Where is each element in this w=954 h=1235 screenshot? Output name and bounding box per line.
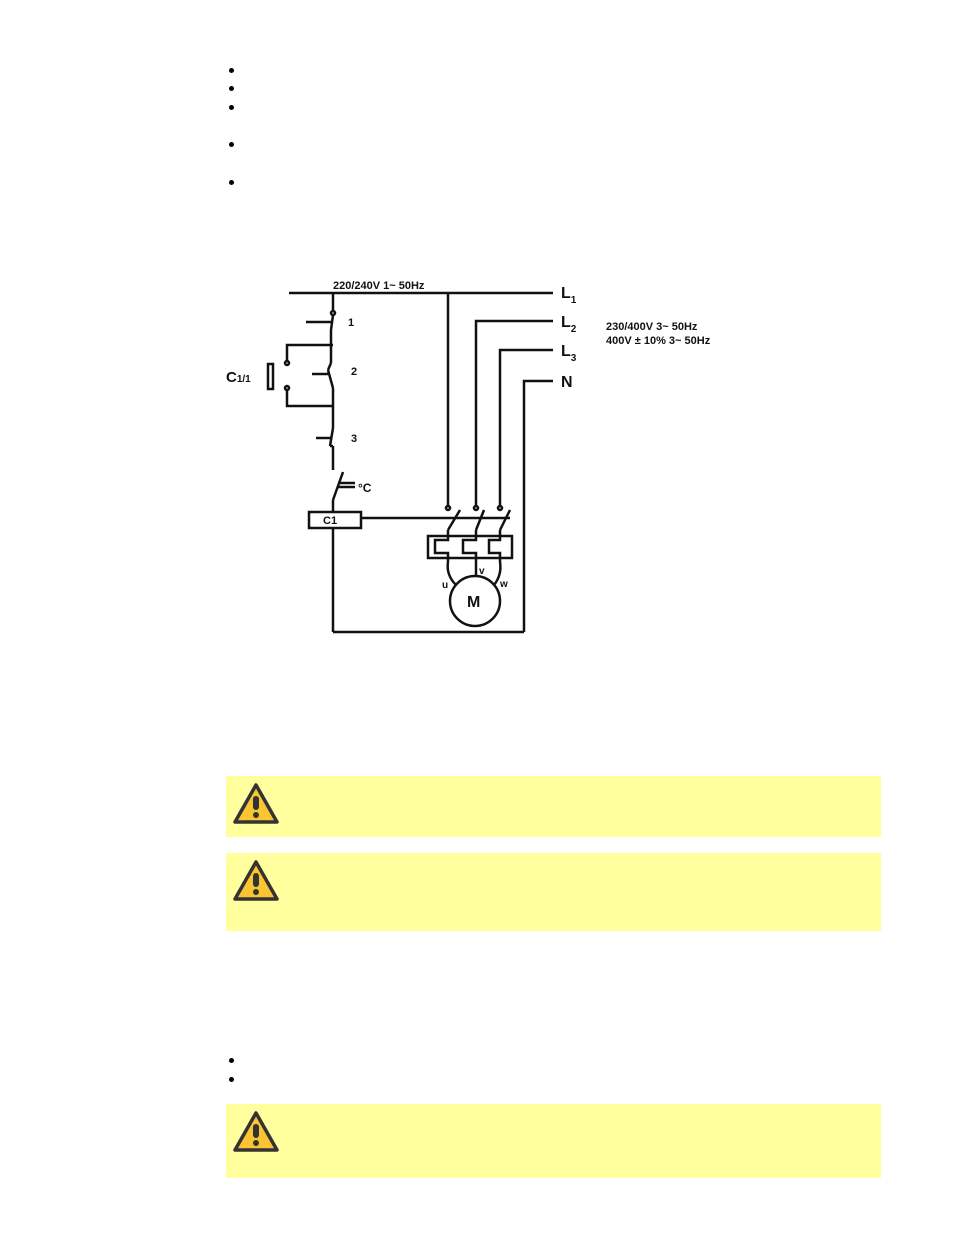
bullet	[229, 180, 234, 185]
button-2-label: 2	[351, 366, 357, 378]
three-phase-supply-label-2: 400V ± 10% 3~ 50Hz	[606, 335, 711, 347]
l3-label: L3	[561, 343, 577, 364]
button-1-label: 1	[348, 317, 354, 329]
warning-icon	[233, 860, 279, 901]
warning-box	[226, 776, 881, 837]
l2-label: L2	[561, 314, 577, 335]
terminal-v-label: v	[479, 566, 485, 577]
bullet	[229, 68, 234, 73]
contactor-label: C1	[323, 515, 337, 527]
three-phase-supply-label: 230/400V 3~ 50Hz	[606, 321, 698, 333]
bullet	[229, 142, 234, 147]
motor-label: M	[467, 594, 480, 611]
warning-icon	[233, 1111, 279, 1152]
aux-contact-label: C1/1	[226, 369, 251, 386]
single-phase-supply-label: 220/240V 1~ 50Hz	[333, 280, 425, 292]
warning-box	[226, 853, 881, 931]
n-label: N	[561, 374, 573, 391]
bullet	[229, 1077, 234, 1082]
thermostat-label: °C	[358, 481, 372, 495]
terminal-w-label: w	[499, 579, 508, 590]
warning-box	[226, 1104, 881, 1178]
bullet	[229, 1058, 234, 1063]
warning-icon	[233, 783, 279, 824]
wiring-diagram: 220/240V 1~ 50Hz L1 L2 L3 N 230/400V 3~ …	[226, 280, 711, 634]
l1-label: L1	[561, 285, 577, 306]
terminal-u-label: u	[442, 580, 448, 591]
button-3-label: 3	[351, 433, 357, 445]
bullet	[229, 86, 234, 91]
bullet	[229, 105, 234, 110]
